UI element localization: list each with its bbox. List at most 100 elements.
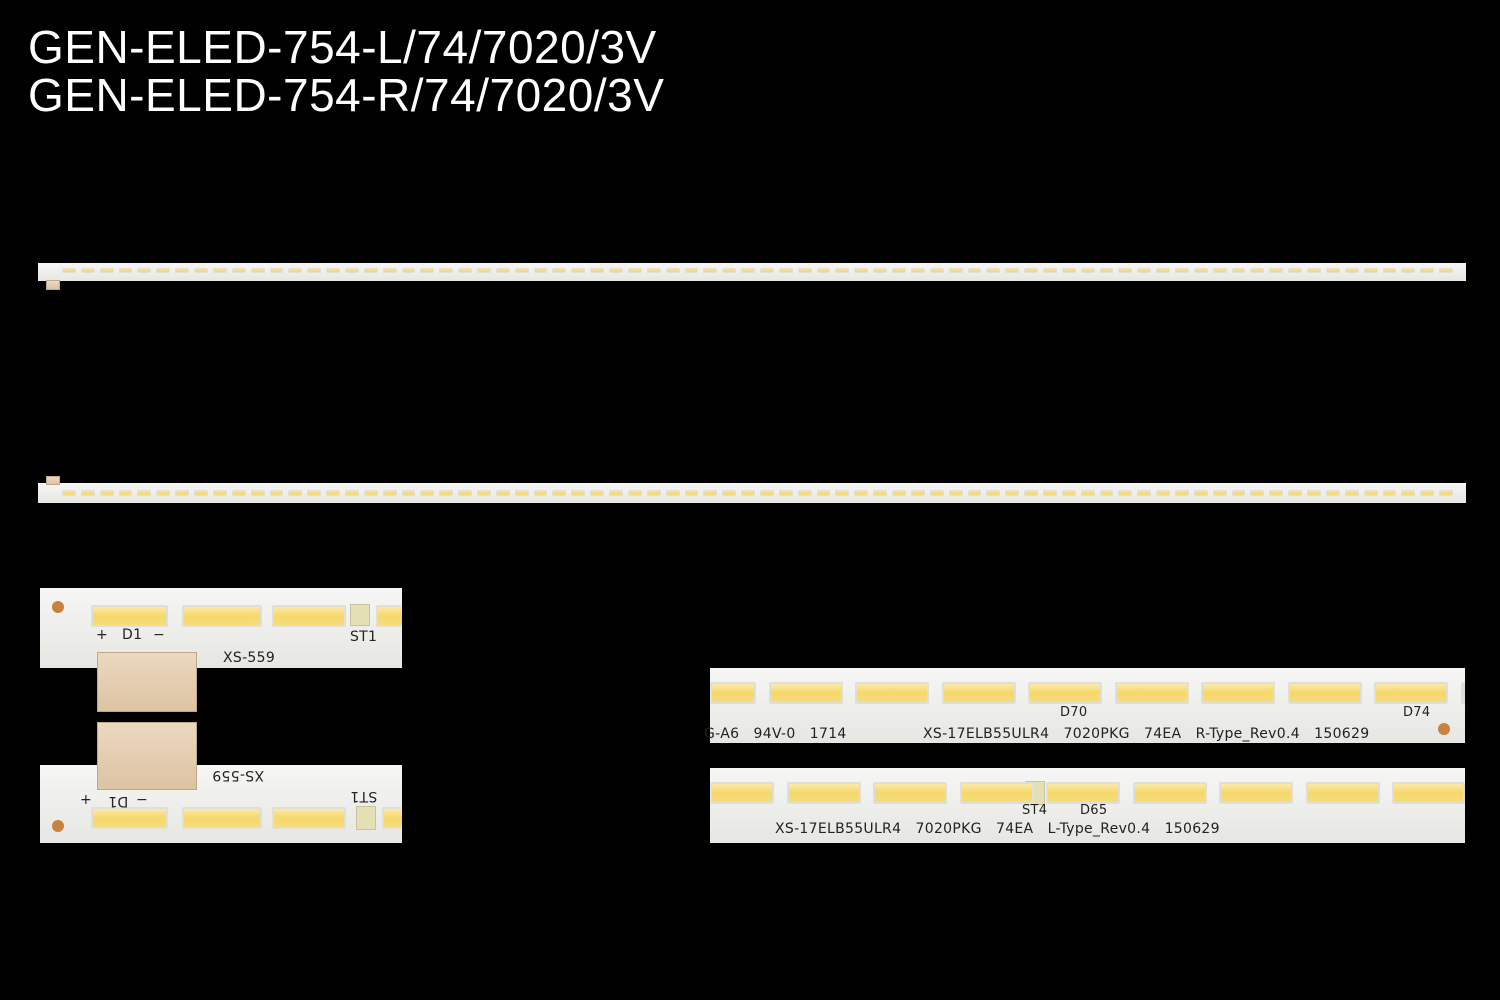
led [665,268,680,273]
led [1114,682,1189,704]
led [854,490,869,496]
led [1325,268,1340,273]
led [1374,682,1448,704]
led [1175,268,1189,273]
led [212,490,227,496]
led [344,490,359,496]
led [212,268,227,273]
led [1401,268,1416,273]
led [627,268,642,273]
led [1024,490,1038,496]
led [80,490,95,496]
led [91,605,168,627]
led [1439,490,1453,496]
connector-label: XS-559 [223,650,276,666]
diode-label-d70: D70 [1060,705,1088,720]
pcb-marking-prefix: G-A6 94V-0 1714 [704,726,847,742]
led [439,490,454,496]
led [231,268,246,273]
pcb-marking-text: XS-17ELB55ULR4 7020PKG 74EA L-Type_Rev0.… [775,821,1220,837]
led [1042,268,1057,273]
led [910,268,925,273]
pad-label: ST1 [350,788,378,804]
led [1305,782,1380,804]
led [646,490,661,496]
led [137,268,152,273]
led [231,490,246,496]
product-title-right: GEN-ELED-754-R/74/7020/3V [28,69,665,121]
led [797,268,812,273]
led [344,268,359,273]
led [778,268,793,273]
led [514,490,529,496]
led [986,268,1001,273]
led [665,490,680,496]
led [552,490,567,496]
led [1005,490,1020,496]
led [118,268,133,273]
led [182,807,262,829]
led [326,268,340,273]
led [710,682,756,704]
led [1137,268,1152,273]
led [1307,490,1321,496]
led [816,490,831,496]
led [1028,682,1102,704]
led [182,605,262,627]
polarity-minus: − [153,627,166,643]
led [288,490,303,496]
led [959,782,1034,804]
led [854,268,869,273]
led [797,490,812,496]
led [1118,268,1133,273]
led [760,490,774,496]
led [1156,268,1171,273]
led [1099,268,1114,273]
led [382,807,402,829]
pcb-marking-text: XS-17ELB55ULR4 7020PKG 74EA R-Type_Rev0.… [923,726,1370,742]
led [1099,490,1114,496]
pad-label: ST1 [350,629,378,645]
led [91,807,168,829]
led [250,268,265,273]
led [710,782,774,804]
led [1382,268,1397,273]
polarity-plus: + [80,792,93,808]
led [986,490,1001,496]
led [118,490,133,496]
mounting-hole [52,820,64,832]
led [722,490,737,496]
wire-connector [97,722,197,790]
led [1287,682,1362,704]
led [250,490,265,496]
led [684,268,699,273]
led [99,268,114,273]
led [99,490,114,496]
led [137,490,152,496]
led [363,490,378,496]
led [646,268,661,273]
led [778,490,793,496]
led [1061,490,1076,496]
led [684,490,699,496]
led [458,490,473,496]
led [1231,268,1246,273]
led [1250,268,1265,273]
led [363,268,378,273]
led [1363,490,1378,496]
led [768,682,843,704]
led [272,605,346,627]
led [1132,782,1207,804]
wire-connector [97,652,197,712]
test-pad [350,604,370,626]
led [495,490,510,496]
led [571,490,586,496]
led [1269,490,1284,496]
led [929,490,944,496]
led [910,490,925,496]
led [269,268,284,273]
product-title-left: GEN-ELED-754-L/74/7020/3V [28,21,657,73]
led [609,490,623,496]
led [1401,490,1416,496]
led [1193,268,1208,273]
